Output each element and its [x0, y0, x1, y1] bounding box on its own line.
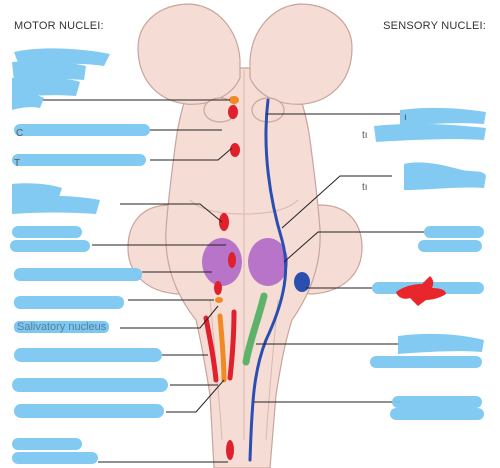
motor-nucleus-4 — [228, 252, 236, 268]
motor-leader-lines — [42, 99, 233, 463]
motor-nucleus-3 — [219, 213, 229, 231]
motor-nucleus-orange-top — [229, 96, 239, 104]
motor-nucleus-orange-small — [215, 297, 223, 303]
motor-column-left — [203, 315, 219, 383]
sensory-nucleus-purple-right — [248, 238, 288, 286]
sensory-label-redactions — [370, 107, 486, 420]
brainstem — [127, 3, 363, 468]
sensory-leader-lines — [254, 113, 424, 403]
brainstem-body — [165, 67, 321, 468]
motor-label-redactions — [10, 48, 168, 464]
motor-column-right — [227, 309, 237, 381]
sensory-nucleus-blue-tract — [248, 98, 288, 462]
motor-nuclei-shapes — [203, 96, 240, 460]
svg-text:C: C — [16, 128, 23, 139]
svg-text:ı: ı — [404, 112, 407, 123]
motor-nuclei-heading: MOTOR NUCLEI: — [14, 20, 104, 32]
motor-nucleus-5 — [214, 281, 222, 295]
sensory-nucleus-blue-oval — [294, 272, 310, 292]
sensory-nucleus-purple-left — [202, 238, 242, 286]
motor-nucleus-bottom — [226, 440, 234, 460]
motor-nucleus-2 — [230, 143, 240, 157]
red-redaction-splotch — [396, 276, 446, 306]
sensory-nuclei-shapes — [202, 98, 310, 462]
svg-text:tı: tı — [362, 182, 368, 193]
thalamus-right — [249, 3, 353, 105]
sensory-nucleus-green-tract — [242, 292, 268, 366]
svg-text:tı: tı — [362, 130, 368, 141]
motor-nucleus-1 — [228, 105, 238, 119]
thalamus-left — [137, 3, 241, 105]
sensory-nuclei-heading: SENSORY NUCLEI: — [383, 20, 486, 32]
salivatory-nucleus-label: Salivatory nucleus — [14, 321, 110, 333]
svg-text:T: T — [14, 158, 20, 169]
motor-column-orange — [217, 313, 227, 383]
peek-fragments: ı tı tı C T — [14, 112, 407, 193]
